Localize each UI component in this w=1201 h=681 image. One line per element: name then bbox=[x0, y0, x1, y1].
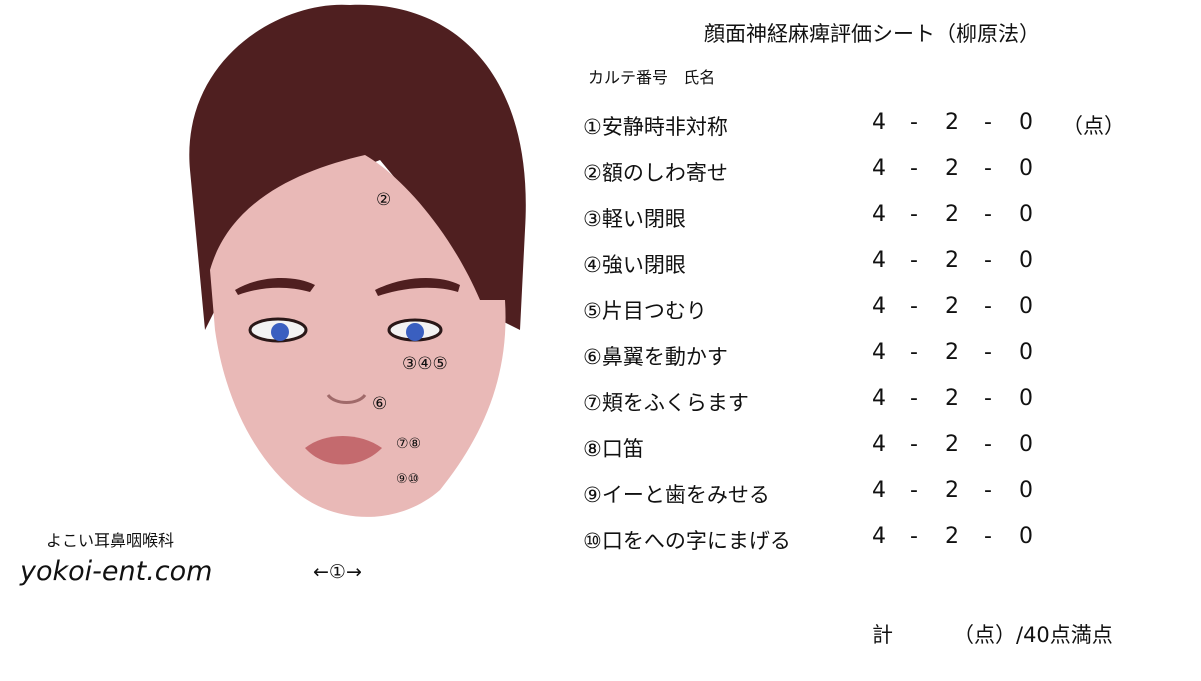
score-option-2[interactable]: 2 bbox=[945, 156, 959, 181]
item-label: ④強い閉眼 bbox=[583, 253, 686, 277]
evaluation-item: ⑤片目つむり bbox=[583, 295, 707, 325]
score-option-4[interactable]: 4 bbox=[872, 340, 886, 365]
evaluation-item: ⑦頬をふくらます bbox=[583, 387, 749, 417]
nose bbox=[326, 393, 367, 404]
score-separator: - bbox=[910, 248, 918, 273]
evaluation-item: ⑥鼻翼を動かす bbox=[583, 341, 728, 371]
item-label: ②額のしわ寄せ bbox=[583, 161, 728, 185]
patient-name-label: 氏名 bbox=[683, 68, 716, 87]
marker-lips: ⑨⑩ bbox=[396, 472, 420, 487]
score-option-0[interactable]: 0 bbox=[1019, 524, 1033, 549]
score-option-2[interactable]: 2 bbox=[945, 110, 959, 135]
marker-cheek-mouth: ⑦⑧ bbox=[396, 436, 422, 452]
score-option-4[interactable]: 4 bbox=[872, 110, 886, 135]
score-option-0[interactable]: 0 bbox=[1019, 386, 1033, 411]
subheader: カルテ番号 氏名 bbox=[588, 64, 715, 88]
score-option-4[interactable]: 4 bbox=[872, 432, 886, 457]
score-option-4[interactable]: 4 bbox=[872, 478, 886, 503]
evaluation-item: ②額のしわ寄せ bbox=[583, 157, 728, 187]
marker-forehead: ② bbox=[376, 190, 392, 210]
evaluation-item: ①安静時非対称 bbox=[583, 111, 728, 141]
marker-eyes: ③④⑤ bbox=[402, 354, 448, 374]
total-label: 計 bbox=[872, 623, 893, 647]
score-separator: - bbox=[984, 248, 992, 273]
chart-number-label: カルテ番号 bbox=[588, 68, 669, 87]
score-option-2[interactable]: 2 bbox=[945, 340, 959, 365]
score-separator: - bbox=[910, 432, 918, 457]
score-option-2[interactable]: 2 bbox=[945, 432, 959, 457]
evaluation-item: ⑨イーと歯をみせる bbox=[583, 479, 770, 509]
score-option-0[interactable]: 0 bbox=[1019, 110, 1033, 135]
score-separator: - bbox=[910, 386, 918, 411]
item-label: ⑧口笛 bbox=[583, 437, 644, 461]
score-option-4[interactable]: 4 bbox=[872, 248, 886, 273]
score-option-0[interactable]: 0 bbox=[1019, 340, 1033, 365]
score-option-2[interactable]: 2 bbox=[945, 524, 959, 549]
score-separator: - bbox=[910, 340, 918, 365]
score-separator: - bbox=[984, 110, 992, 135]
total-suffix: （点）/40点満点 bbox=[953, 623, 1113, 647]
item-label: ⑦頬をふくらます bbox=[583, 391, 749, 415]
score-separator: - bbox=[984, 432, 992, 457]
clinic-name: よこい耳鼻咽喉科 bbox=[46, 531, 175, 550]
score-separator: - bbox=[910, 478, 918, 503]
score-separator: - bbox=[984, 156, 992, 181]
item-label: ⑤片目つむり bbox=[583, 299, 707, 323]
marker-nose: ⑥ bbox=[372, 394, 388, 414]
score-option-4[interactable]: 4 bbox=[872, 202, 886, 227]
item-label: ①安静時非対称 bbox=[583, 115, 728, 139]
asymmetry-arrow: ←①→ bbox=[313, 561, 362, 583]
score-separator: - bbox=[984, 524, 992, 549]
score-separator: - bbox=[984, 478, 992, 503]
right-eyebrow bbox=[375, 278, 460, 296]
score-option-2[interactable]: 2 bbox=[945, 386, 959, 411]
evaluation-item: ⑩口をへの字にまげる bbox=[583, 525, 791, 555]
score-separator: - bbox=[910, 110, 918, 135]
score-separator: - bbox=[984, 294, 992, 319]
score-option-0[interactable]: 0 bbox=[1019, 294, 1033, 319]
evaluation-item: ⑧口笛 bbox=[583, 433, 644, 463]
score-option-4[interactable]: 4 bbox=[872, 524, 886, 549]
evaluation-item: ④強い閉眼 bbox=[583, 249, 686, 279]
score-option-0[interactable]: 0 bbox=[1019, 202, 1033, 227]
score-separator: - bbox=[910, 202, 918, 227]
score-unit: （点） bbox=[1062, 114, 1125, 138]
score-separator: - bbox=[984, 340, 992, 365]
face-skin bbox=[210, 155, 506, 517]
score-option-0[interactable]: 0 bbox=[1019, 156, 1033, 181]
score-option-2[interactable]: 2 bbox=[945, 478, 959, 503]
item-label: ⑩口をへの字にまげる bbox=[583, 529, 791, 553]
score-separator: - bbox=[984, 202, 992, 227]
score-separator: - bbox=[984, 386, 992, 411]
score-option-4[interactable]: 4 bbox=[872, 156, 886, 181]
left-eyebrow bbox=[235, 278, 315, 295]
item-label: ⑨イーと歯をみせる bbox=[583, 483, 770, 507]
score-option-4[interactable]: 4 bbox=[872, 294, 886, 319]
score-option-4[interactable]: 4 bbox=[872, 386, 886, 411]
lips bbox=[305, 436, 382, 465]
clinic-url: yokoi-ent.com bbox=[20, 556, 213, 587]
page-title: 顔面神経麻痺評価シート（柳原法） bbox=[704, 22, 1040, 46]
score-option-0[interactable]: 0 bbox=[1019, 248, 1033, 273]
item-label: ③軽い閉眼 bbox=[583, 207, 686, 231]
score-option-2[interactable]: 2 bbox=[945, 294, 959, 319]
face-illustration bbox=[189, 4, 526, 517]
score-separator: - bbox=[910, 156, 918, 181]
score-option-0[interactable]: 0 bbox=[1019, 478, 1033, 503]
score-separator: - bbox=[910, 524, 918, 549]
score-separator: - bbox=[910, 294, 918, 319]
score-option-2[interactable]: 2 bbox=[945, 248, 959, 273]
item-label: ⑥鼻翼を動かす bbox=[583, 345, 728, 369]
evaluation-item: ③軽い閉眼 bbox=[583, 203, 686, 233]
score-option-0[interactable]: 0 bbox=[1019, 432, 1033, 457]
score-option-2[interactable]: 2 bbox=[945, 202, 959, 227]
